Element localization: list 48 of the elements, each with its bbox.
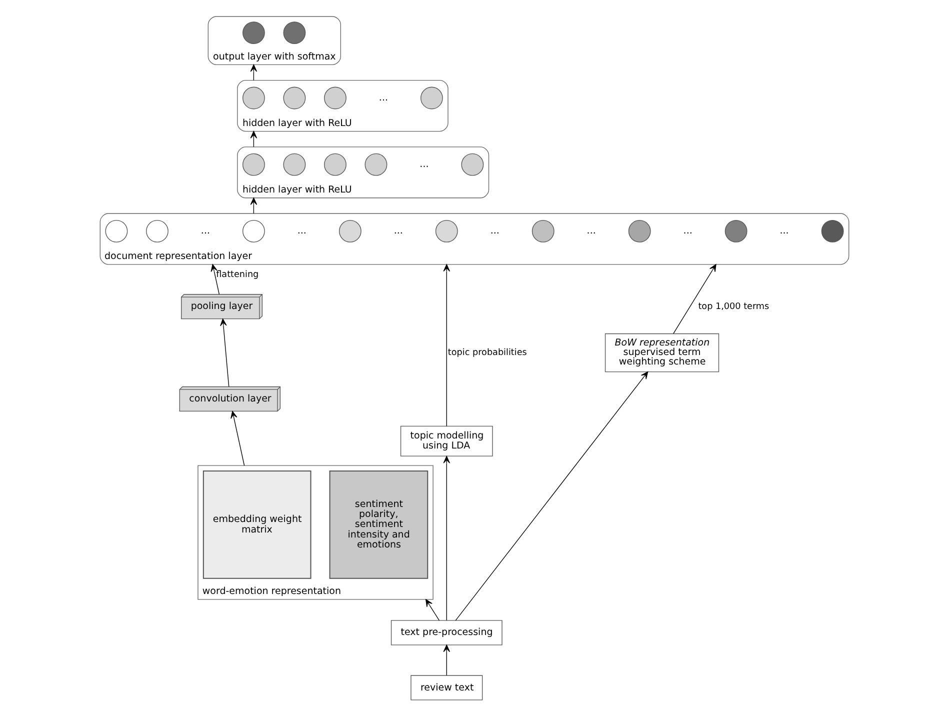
arrow [455, 372, 648, 621]
node-box: embedding weight matrix [202, 470, 312, 579]
node-circle [242, 86, 265, 110]
node-text: ... [200, 226, 210, 237]
node-circle [242, 153, 265, 176]
node-circle [420, 86, 443, 110]
node-circle [283, 86, 306, 110]
arrow [443, 456, 450, 621]
node-box: topic modelling using LDA [400, 426, 493, 456]
node-box: review text [410, 675, 483, 700]
node-circle [242, 220, 265, 242]
node-text: ... [420, 159, 429, 170]
node-circle [324, 86, 346, 110]
arrow [426, 599, 440, 621]
arrow [673, 264, 716, 334]
arrow [443, 264, 450, 426]
node-circle [461, 153, 484, 176]
node-box: BoW representation supervised term weighting scheme [604, 333, 720, 372]
node-circle [146, 220, 168, 242]
node-circle [532, 220, 554, 242]
node-circle [338, 220, 362, 242]
node-circle [324, 153, 346, 176]
node-text: ... [378, 92, 388, 104]
node-text: ... [394, 226, 403, 237]
node-box: sentiment polarity, sentiment intensity and emotions [329, 470, 428, 579]
node-circle [724, 220, 748, 242]
node-text: ... [297, 226, 306, 237]
node-circle [364, 153, 388, 176]
arrow [230, 410, 245, 466]
arrow [210, 264, 220, 295]
node-circle [283, 153, 306, 176]
arrow [443, 644, 450, 676]
cluster: output layer with softmax [208, 16, 341, 66]
arrow [220, 318, 230, 387]
edge-label: top 1,000 terms [698, 302, 770, 312]
node-circle [821, 220, 844, 242]
node-circle [105, 220, 128, 242]
node-circle [283, 22, 306, 44]
edge-label: topic probabilities [448, 348, 527, 358]
node-text: ... [683, 226, 692, 237]
node-box: text pre-processing [390, 620, 502, 646]
node-circle [435, 220, 458, 242]
node-circle [242, 22, 265, 44]
node-text: ... [586, 226, 596, 237]
node-circle [628, 220, 651, 242]
node-text: ... [490, 226, 500, 237]
edge-label: flattening [216, 270, 259, 280]
node-text: ... [780, 226, 789, 237]
